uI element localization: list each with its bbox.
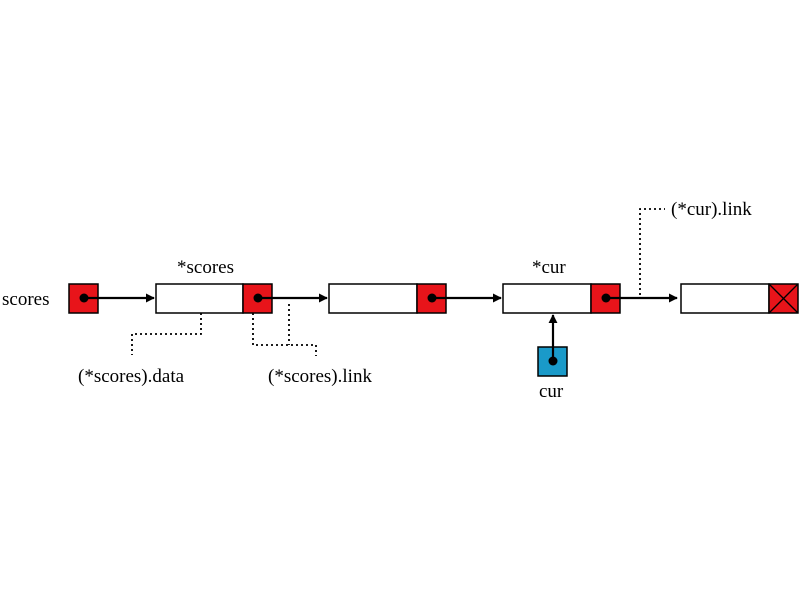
node3-data-field xyxy=(502,283,592,314)
scores-data-label: (*scores).data xyxy=(78,366,185,387)
scores-data-leader xyxy=(131,313,202,355)
null-link-x-cross-icon xyxy=(768,283,799,314)
node4-data-field xyxy=(680,283,770,314)
scores-link-leader-a xyxy=(252,313,317,356)
cur-link-label: (*cur).link xyxy=(671,199,752,220)
deref-cur-label: *cur xyxy=(532,257,566,278)
node1-data-field xyxy=(155,283,244,314)
scores-label: scores xyxy=(2,289,49,310)
node2-data-field xyxy=(328,283,418,314)
scores-link-label: (*scores).link xyxy=(268,366,372,387)
cur-link-leader xyxy=(639,208,665,295)
cur-label: cur xyxy=(539,381,564,402)
deref-scores-label: *scores xyxy=(177,257,234,278)
